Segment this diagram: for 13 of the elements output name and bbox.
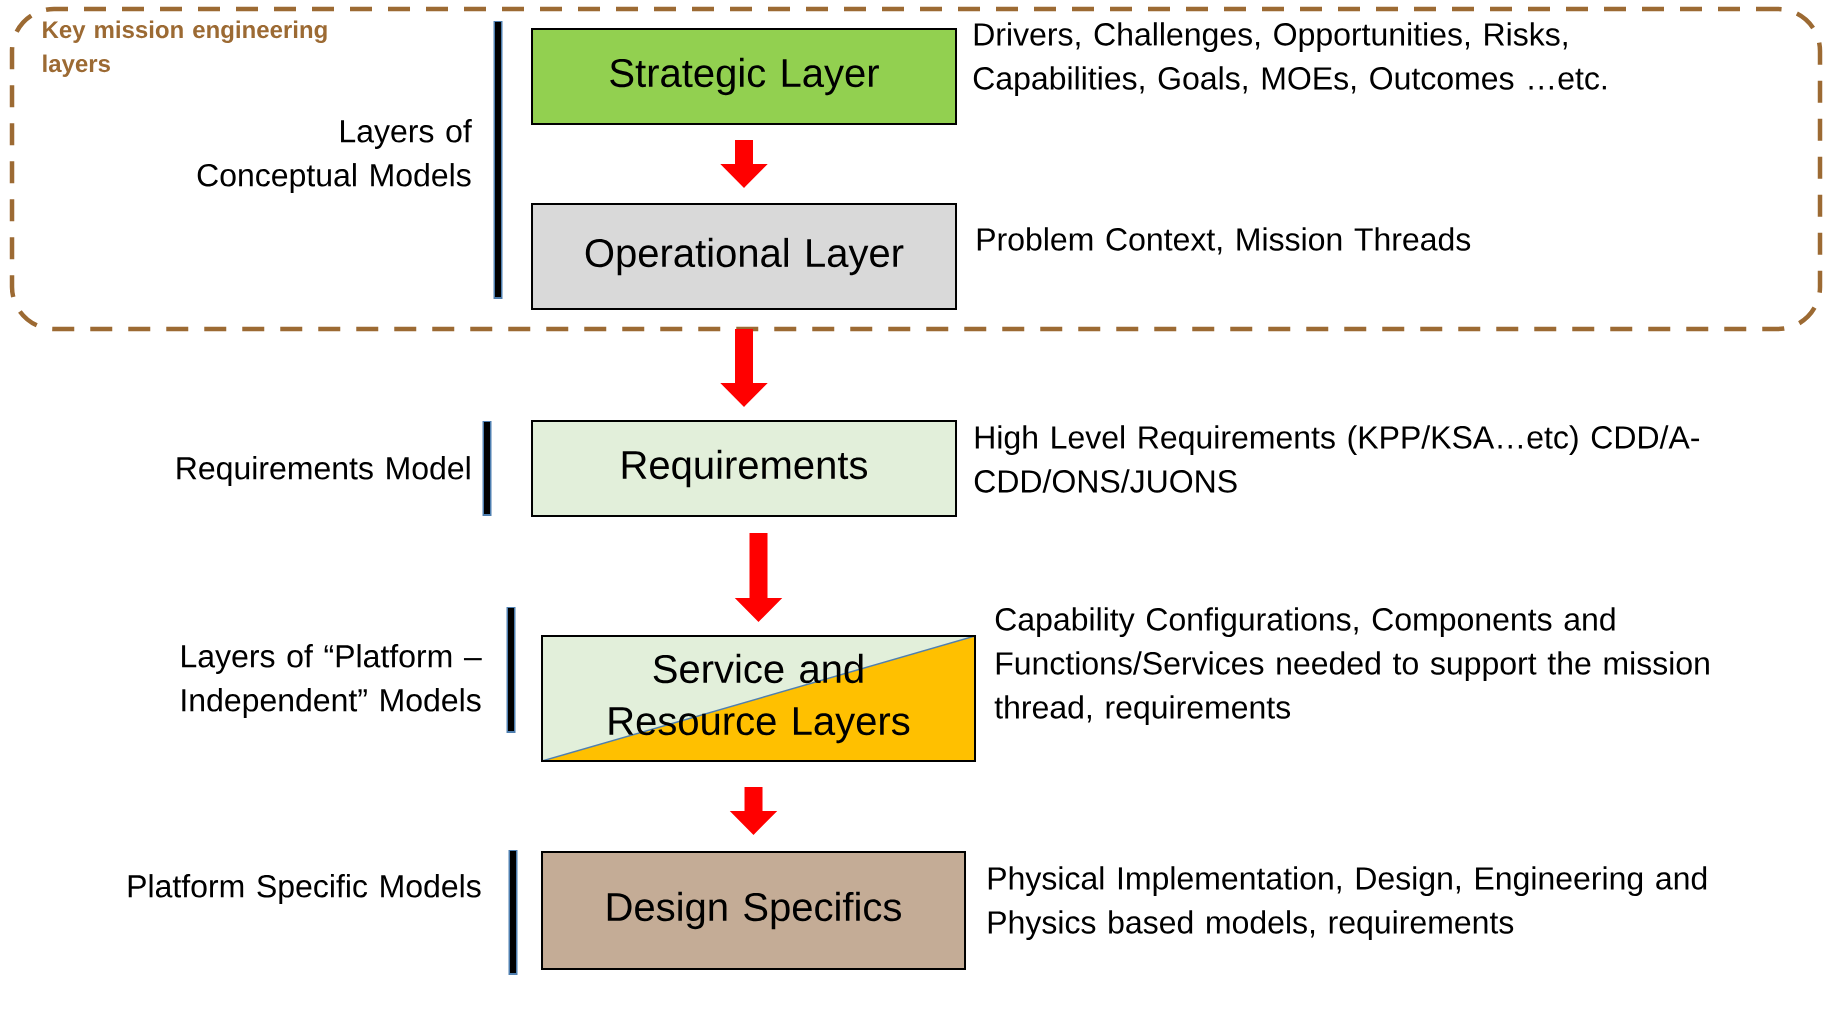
- layer-label: Layers of Conceptual Models: [197, 119, 472, 193]
- layer-box: Design Specifics: [541, 851, 966, 970]
- description-text: Drivers, Challenges, Opportunities, Risks, Capabilities, Goals, MOEs, Outcomes …etc.: [973, 22, 1606, 96]
- description-text: Problem Context, Mission Threads: [977, 227, 1471, 255]
- description-text: Physical Implementation, Design, Engineering and Physics based models, requirements: [988, 866, 1707, 940]
- layer-label: Layers of “Platform – Independent” Models: [182, 644, 482, 718]
- layer-box: Strategic Layer: [531, 28, 957, 125]
- layer-box: Requirements: [531, 420, 957, 517]
- description-text: High Level Requirements (KPP/KSA…etc) CDD/A-CDD/ONS/JUONS: [974, 425, 1700, 493]
- description-text: Capability Configurations, Components and Functions/Services needed to support the mission thread, requirements: [994, 607, 1709, 725]
- layer-label: Requirements Model: [177, 456, 470, 486]
- layer-box: Operational Layer: [531, 203, 957, 310]
- layer-label: Platform Specific Models: [128, 874, 481, 904]
